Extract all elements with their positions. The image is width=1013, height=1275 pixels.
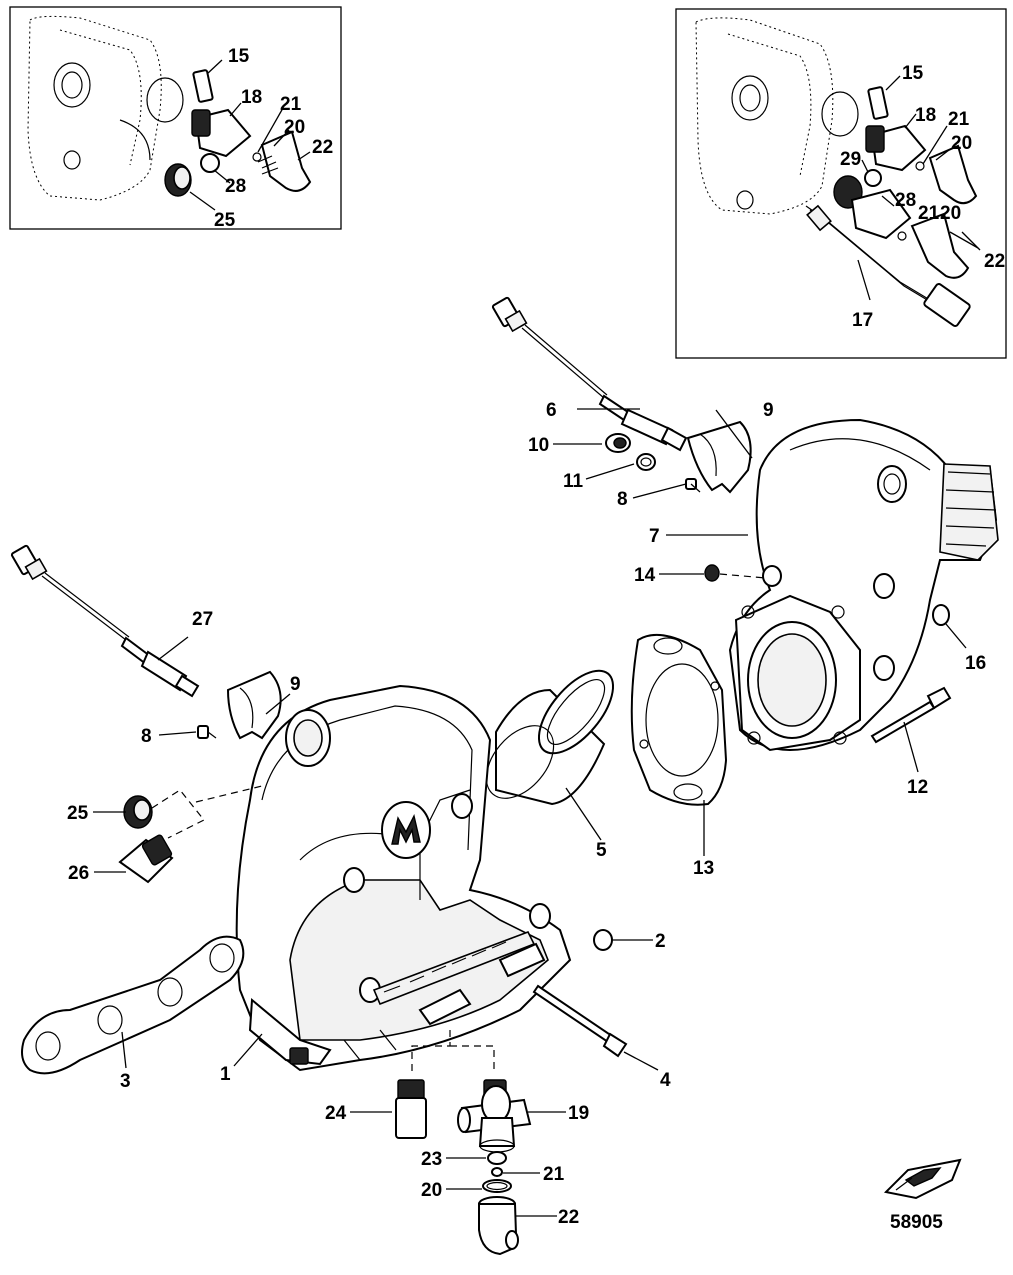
callout-3: 3 xyxy=(120,1071,131,1092)
callout-12: 12 xyxy=(907,777,928,798)
heat-shield-lower xyxy=(226,670,282,740)
fitting-24 xyxy=(395,1079,427,1139)
elbow-22 xyxy=(478,1196,519,1256)
callout-9-upper: 9 xyxy=(763,400,774,421)
inset-left-label-22: 22 xyxy=(312,137,333,158)
plug-10 xyxy=(605,433,631,453)
inset-left: 15 18 21 20 22 28 25 xyxy=(9,6,342,231)
callout-23: 23 xyxy=(421,1149,442,1170)
dashed-path-fittings xyxy=(151,789,205,839)
inset-left-elbow-drawing xyxy=(27,15,312,201)
inset-right-elbow-drawing xyxy=(695,17,978,327)
inset-right-leaders xyxy=(857,75,981,301)
inset-left-leaders xyxy=(189,59,311,211)
callout-19: 19 xyxy=(568,1103,589,1124)
bolt-12 xyxy=(870,686,952,744)
bolt-4 xyxy=(532,984,628,1058)
inset-left-label-15: 15 xyxy=(228,46,250,67)
sleeve-5 xyxy=(485,669,615,806)
inset-right-label-29: 29 xyxy=(840,149,861,170)
callout-21: 21 xyxy=(543,1164,565,1185)
screw-8-upper xyxy=(685,478,701,493)
callout-5: 5 xyxy=(596,840,607,861)
washer-11 xyxy=(636,453,656,471)
inset-right-label-20b: 20 xyxy=(940,203,961,224)
callout-26: 26 xyxy=(68,863,89,884)
inset-right-label-15: 15 xyxy=(902,63,924,84)
main-drawing: 6 9 10 11 8 7 14 16 27 9 8 12 25 26 5 13… xyxy=(10,296,999,1256)
plug-25 xyxy=(123,795,153,829)
callout-16: 16 xyxy=(965,653,986,674)
callout-7: 7 xyxy=(649,526,660,547)
inset-right-label-17: 17 xyxy=(852,310,873,331)
callout-10: 10 xyxy=(528,435,549,456)
mercruiser-logo-emblem xyxy=(381,801,431,859)
gasket-13 xyxy=(630,633,728,806)
callout-13: 13 xyxy=(693,858,714,879)
callout-22: 22 xyxy=(558,1207,579,1228)
exhaust-elbow xyxy=(728,418,999,752)
inset-left-label-28: 28 xyxy=(225,176,246,197)
inset-right-label-20: 20 xyxy=(951,133,972,154)
oxygen-sensor-left xyxy=(10,544,200,698)
oxygen-sensor-upper xyxy=(491,296,688,452)
callout-24: 24 xyxy=(325,1103,347,1124)
callout-8-lower: 8 xyxy=(141,726,152,747)
plug-2 xyxy=(593,929,613,951)
callout-4: 4 xyxy=(660,1070,671,1091)
inset-left-label-25: 25 xyxy=(214,210,236,231)
inset-left-label-20: 20 xyxy=(284,117,305,138)
callout-6: 6 xyxy=(546,400,557,421)
callout-27: 27 xyxy=(192,609,213,630)
inset-right-label-28: 28 xyxy=(895,190,916,211)
dashed-path-drain-fittings xyxy=(411,1030,495,1074)
callout-labels: 6 9 10 11 8 7 14 16 27 9 8 12 25 26 5 13… xyxy=(67,400,986,1228)
inset-right-label-21b: 21 xyxy=(918,203,940,224)
fitting-26 xyxy=(118,834,174,884)
callout-2: 2 xyxy=(655,931,666,952)
inset-left-label-18: 18 xyxy=(241,87,262,108)
nut-14 xyxy=(704,564,767,582)
leader-lines xyxy=(93,408,967,1217)
screw-8-lower xyxy=(197,725,217,739)
plug-16 xyxy=(932,604,950,626)
callout-14: 14 xyxy=(634,565,656,586)
tee-fitting-19 xyxy=(457,1079,532,1153)
o-ring-20 xyxy=(482,1179,512,1193)
inset-right-label-21: 21 xyxy=(948,109,970,130)
callout-20: 20 xyxy=(421,1180,442,1201)
exhaust-manifold xyxy=(235,684,572,1072)
figure-number: 58905 xyxy=(890,1212,943,1233)
boat-orientation-icon xyxy=(883,1158,962,1200)
inset-left-label-21: 21 xyxy=(280,94,302,115)
inset-right-label-18: 18 xyxy=(915,105,936,126)
callout-11: 11 xyxy=(563,471,584,492)
callout-8-upper: 8 xyxy=(617,489,628,510)
inset-right-label-22: 22 xyxy=(984,251,1005,272)
callout-1: 1 xyxy=(220,1064,231,1085)
callout-9-lower: 9 xyxy=(290,674,301,695)
inset-right: 15 18 21 20 29 28 21 20 22 17 xyxy=(675,8,1007,359)
washer-21 xyxy=(491,1167,503,1177)
insert-23 xyxy=(487,1151,507,1165)
gasket-3 xyxy=(21,935,245,1075)
heat-shield-upper xyxy=(686,420,752,494)
callout-25: 25 xyxy=(67,803,89,824)
